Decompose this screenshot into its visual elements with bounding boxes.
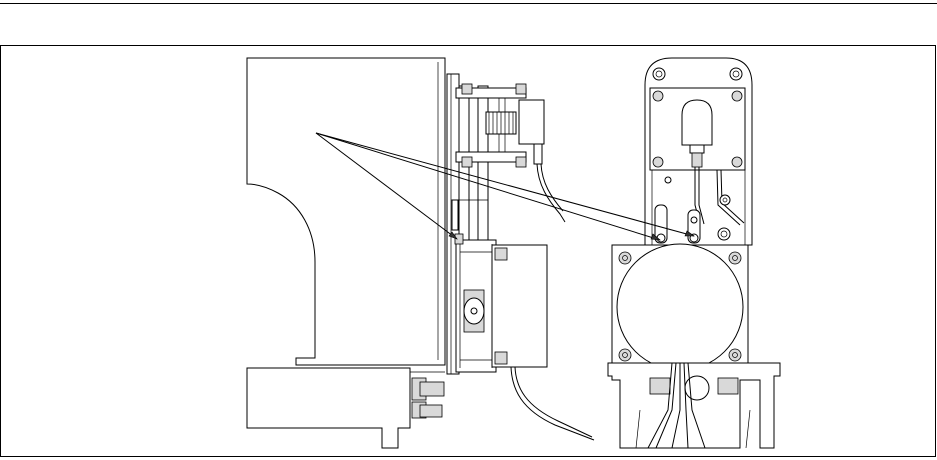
front-view	[608, 58, 780, 448]
side-view	[247, 58, 594, 448]
motor-face	[617, 244, 743, 370]
solenoid-body-front	[682, 100, 712, 145]
machine-body-outline	[247, 58, 445, 365]
base-casting-front	[608, 363, 780, 448]
machine-base	[247, 368, 410, 448]
motor-housing-side	[492, 245, 547, 367]
solenoid	[519, 100, 544, 144]
sensor-cable-upper	[537, 164, 565, 222]
motor-cable	[511, 367, 594, 440]
spring	[486, 112, 516, 134]
